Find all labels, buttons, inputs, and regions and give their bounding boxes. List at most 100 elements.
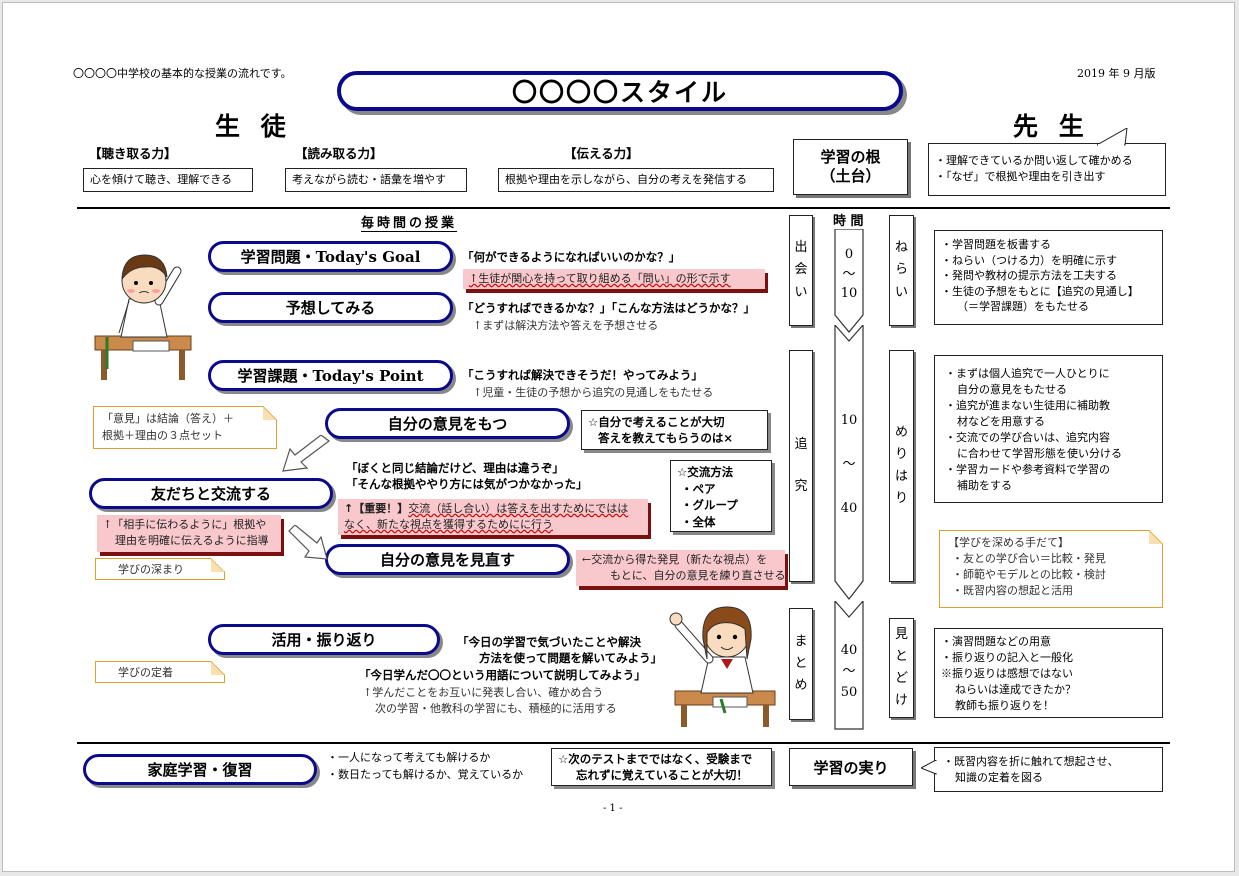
phase-summary: まとめ <box>789 608 813 720</box>
divider-bottom <box>77 742 1170 744</box>
thinking-student-illustration <box>94 254 192 380</box>
time-value: 10 <box>840 413 858 428</box>
page-title: 〇〇〇〇スタイル <box>511 78 728 107</box>
step-predict: 予想してみる <box>208 292 453 323</box>
quote-exchange2: 「そんな根拠ややり方には気がつかなかった」 <box>346 477 588 491</box>
test-line: 忘れずに覚えていることが大切！ <box>576 768 748 783</box>
aim-char: 見 <box>894 626 908 642</box>
quote-goal-note: ↑生徒が関心を持って取り組める「問い」の形で示す <box>463 269 765 289</box>
aim-char: い <box>894 284 908 300</box>
phase-inquiry: 追究 <box>789 350 813 582</box>
step-own-opinion: 自分の意見をもつ <box>325 408 570 439</box>
opinion-fold-note: 「意見」は結論（答え）＋ 根拠＋理由の３点セット <box>93 406 277 449</box>
title-banner: 〇〇〇〇スタイル <box>337 71 903 111</box>
time-value: 40 <box>840 501 858 517</box>
note-line: ・生徒の予想をもとに【追究の見通し】 <box>941 284 1139 298</box>
time-arrow-1-icon <box>834 229 864 333</box>
note-line: ・追究が進まない生徒用に補助教 <box>945 398 1110 412</box>
note-line: 自分の意見をもたせる <box>957 382 1067 396</box>
quote-exchange1: 「ぼくと同じ結論だけど、理由は違うぞ」 <box>346 461 564 475</box>
step-review-opinion: 自分の意見を見直す <box>325 544 570 575</box>
fruit-note-line: 知識の定着を図る <box>955 770 1043 784</box>
quote-goal: 「何ができるようになればいいのかな？」 <box>462 250 681 264</box>
time-value: ～ <box>842 663 856 679</box>
time-range-1: 0～10 <box>833 245 865 304</box>
step-home: 家庭学習・復習 <box>83 754 317 785</box>
aim-label: ねらい <box>889 215 914 326</box>
own-opinion-line: ☆自分で考えることが大切 <box>588 415 725 429</box>
phase-char: い <box>794 284 808 300</box>
time-value: 50 <box>840 684 858 700</box>
quote-apply-note2: 次の学習・他教科の学習にも、積極的に活用する <box>375 702 617 715</box>
test-line: ☆次のテストまでではなく、受験まで <box>558 752 753 766</box>
phase-char: 追 <box>794 437 808 453</box>
deepen-box: 【学びを深める手だて】 ・友との学び合い＝比較・発見 ・師範やモデルとの比較・検… <box>939 530 1163 608</box>
note-line: ・交流での学び合いは、追究内容 <box>945 430 1110 444</box>
time-arrow-3-icon <box>834 601 864 730</box>
quote-point: 「こうすれば解決できそうだ！やってみよう」 <box>462 368 703 382</box>
time-range-2: 10 ～ 40 <box>833 399 865 532</box>
note-line: ・演習問題などの用意 <box>941 635 1051 648</box>
fruit-note-line: ・既習内容を折に触れて想起させ、 <box>943 755 1119 768</box>
opinion-fold-line: 「意見」は結論（答え）＋ <box>102 412 234 425</box>
quote-predict: 「どうすればできるかな？」「こんな方法はどうかな？」 <box>462 301 756 315</box>
quote-apply1: 「今日の学習で気づいたことや解決 <box>457 635 641 649</box>
step-exchange-label: 友だちと交流する <box>150 485 271 503</box>
exchange-pink-note: ↑「相手に伝わるように」根拠や 理由を明確に伝えるように指導 <box>97 515 281 552</box>
exchange-methods-box: ☆交流方法 ・ペア ・グループ ・全体 <box>670 460 772 532</box>
fruit-bubble: ・既習内容を折に触れて想起させ、 知識の定着を図る <box>921 747 1163 792</box>
section-title: 毎時間の授業 <box>361 212 458 232</box>
exchange-pink-line: ↑「相手に伝わるように」根拠や <box>103 518 267 531</box>
note-line: ・学習カードや参考資料で学習の <box>945 462 1110 476</box>
note-line: に合わせて学習形態を使い分ける <box>957 446 1122 460</box>
time-value: ～ <box>842 457 856 473</box>
note-line: ねらいは達成できたか？ <box>955 682 1076 696</box>
step-exchange: 友だちと交流する <box>89 478 333 509</box>
time-range-3: 40 ～ 50 <box>833 641 865 703</box>
deep-label: 学びの深まり <box>95 558 225 580</box>
bubble-tail-icon <box>1097 128 1128 146</box>
aim-char: ど <box>894 671 908 686</box>
own-opinion-line: 答えを教えてもらうのは× <box>598 431 733 446</box>
exchange-pink-line: 理由を明確に伝えるように指導 <box>115 533 269 547</box>
step-point: 学習課題・Today's Point <box>208 360 453 391</box>
step-apply-label: 活用・振り返り <box>271 631 377 649</box>
teacher-label: 先 生 <box>1013 112 1090 141</box>
aim-char: と <box>894 648 908 664</box>
deepen-item: ・友との学び合い＝比較・発見 <box>952 551 1106 565</box>
test-box: ☆次のテストまでではなく、受験まで 忘れずに覚えていることが大切！ <box>551 748 772 786</box>
watch-notes: ・演習問題などの用意 ・振り返りの記入と一般化 ※振り返りは感想ではない ねらい… <box>934 628 1163 718</box>
important-note: ↑【重要！】交流（話し合い）は答えを出すためにではは なく、新たな視点を獲得する… <box>338 499 648 535</box>
divider-top <box>77 207 1170 209</box>
phase-char: と <box>794 655 808 671</box>
time-value: 40 <box>840 643 858 658</box>
phase-char: 出 <box>794 240 808 256</box>
phase-encounter: 出会い <box>789 215 813 326</box>
note-line: 教師も振り返りを！ <box>955 698 1054 712</box>
phase-char: 会 <box>794 262 808 278</box>
step-point-label: 学習課題・Today's Point <box>237 367 424 385</box>
review-note-line: もとに、自分の意見を練り直させる <box>610 568 786 582</box>
teacher-question-bubble: ・理解できているか問い返して確かめる ・「なぜ」で根拠や理由を引き出す <box>928 128 1166 196</box>
note-line: ※振り返りは感想ではない <box>941 666 1073 680</box>
quote-apply-note1: ↑学んだことをお互いに発表し合い、確かめ合う <box>363 686 604 699</box>
skill-heading-listen: 【聴き取る力】 <box>89 146 177 161</box>
aim-char: り <box>894 491 908 507</box>
note-line: （＝学習課題）をもたせる <box>957 300 1089 314</box>
quote-apply3: 「今日学んだ〇〇という用語について説明してみよう」 <box>359 668 646 682</box>
exchange-method-item: ・ペア <box>681 481 716 496</box>
aim-char: け <box>894 693 908 709</box>
raising-hand-student-illustration <box>669 606 776 727</box>
note-line: 材などを用意する <box>957 414 1045 428</box>
step-review-opinion-label: 自分の意見を見直す <box>379 551 515 569</box>
root-box-line2: （土台） <box>820 167 881 185</box>
phase-char: 究 <box>794 479 808 494</box>
opinion-fold-line: 根拠＋理由の３点セット <box>102 429 223 443</box>
exchange-methods-title: ☆交流方法 <box>677 465 734 479</box>
page-number: - 1 - <box>603 803 623 814</box>
school-note: 〇〇〇〇中学校の基本的な授業の流れです。 <box>73 67 292 80</box>
root-box-line1: 学習の根 <box>820 147 881 166</box>
teacher-bubble-line: ・理解できているか問い返して確かめる <box>935 154 1133 167</box>
skill-desc-convey: 根拠や理由を示しながら、自分の考えを発信する <box>498 168 774 192</box>
